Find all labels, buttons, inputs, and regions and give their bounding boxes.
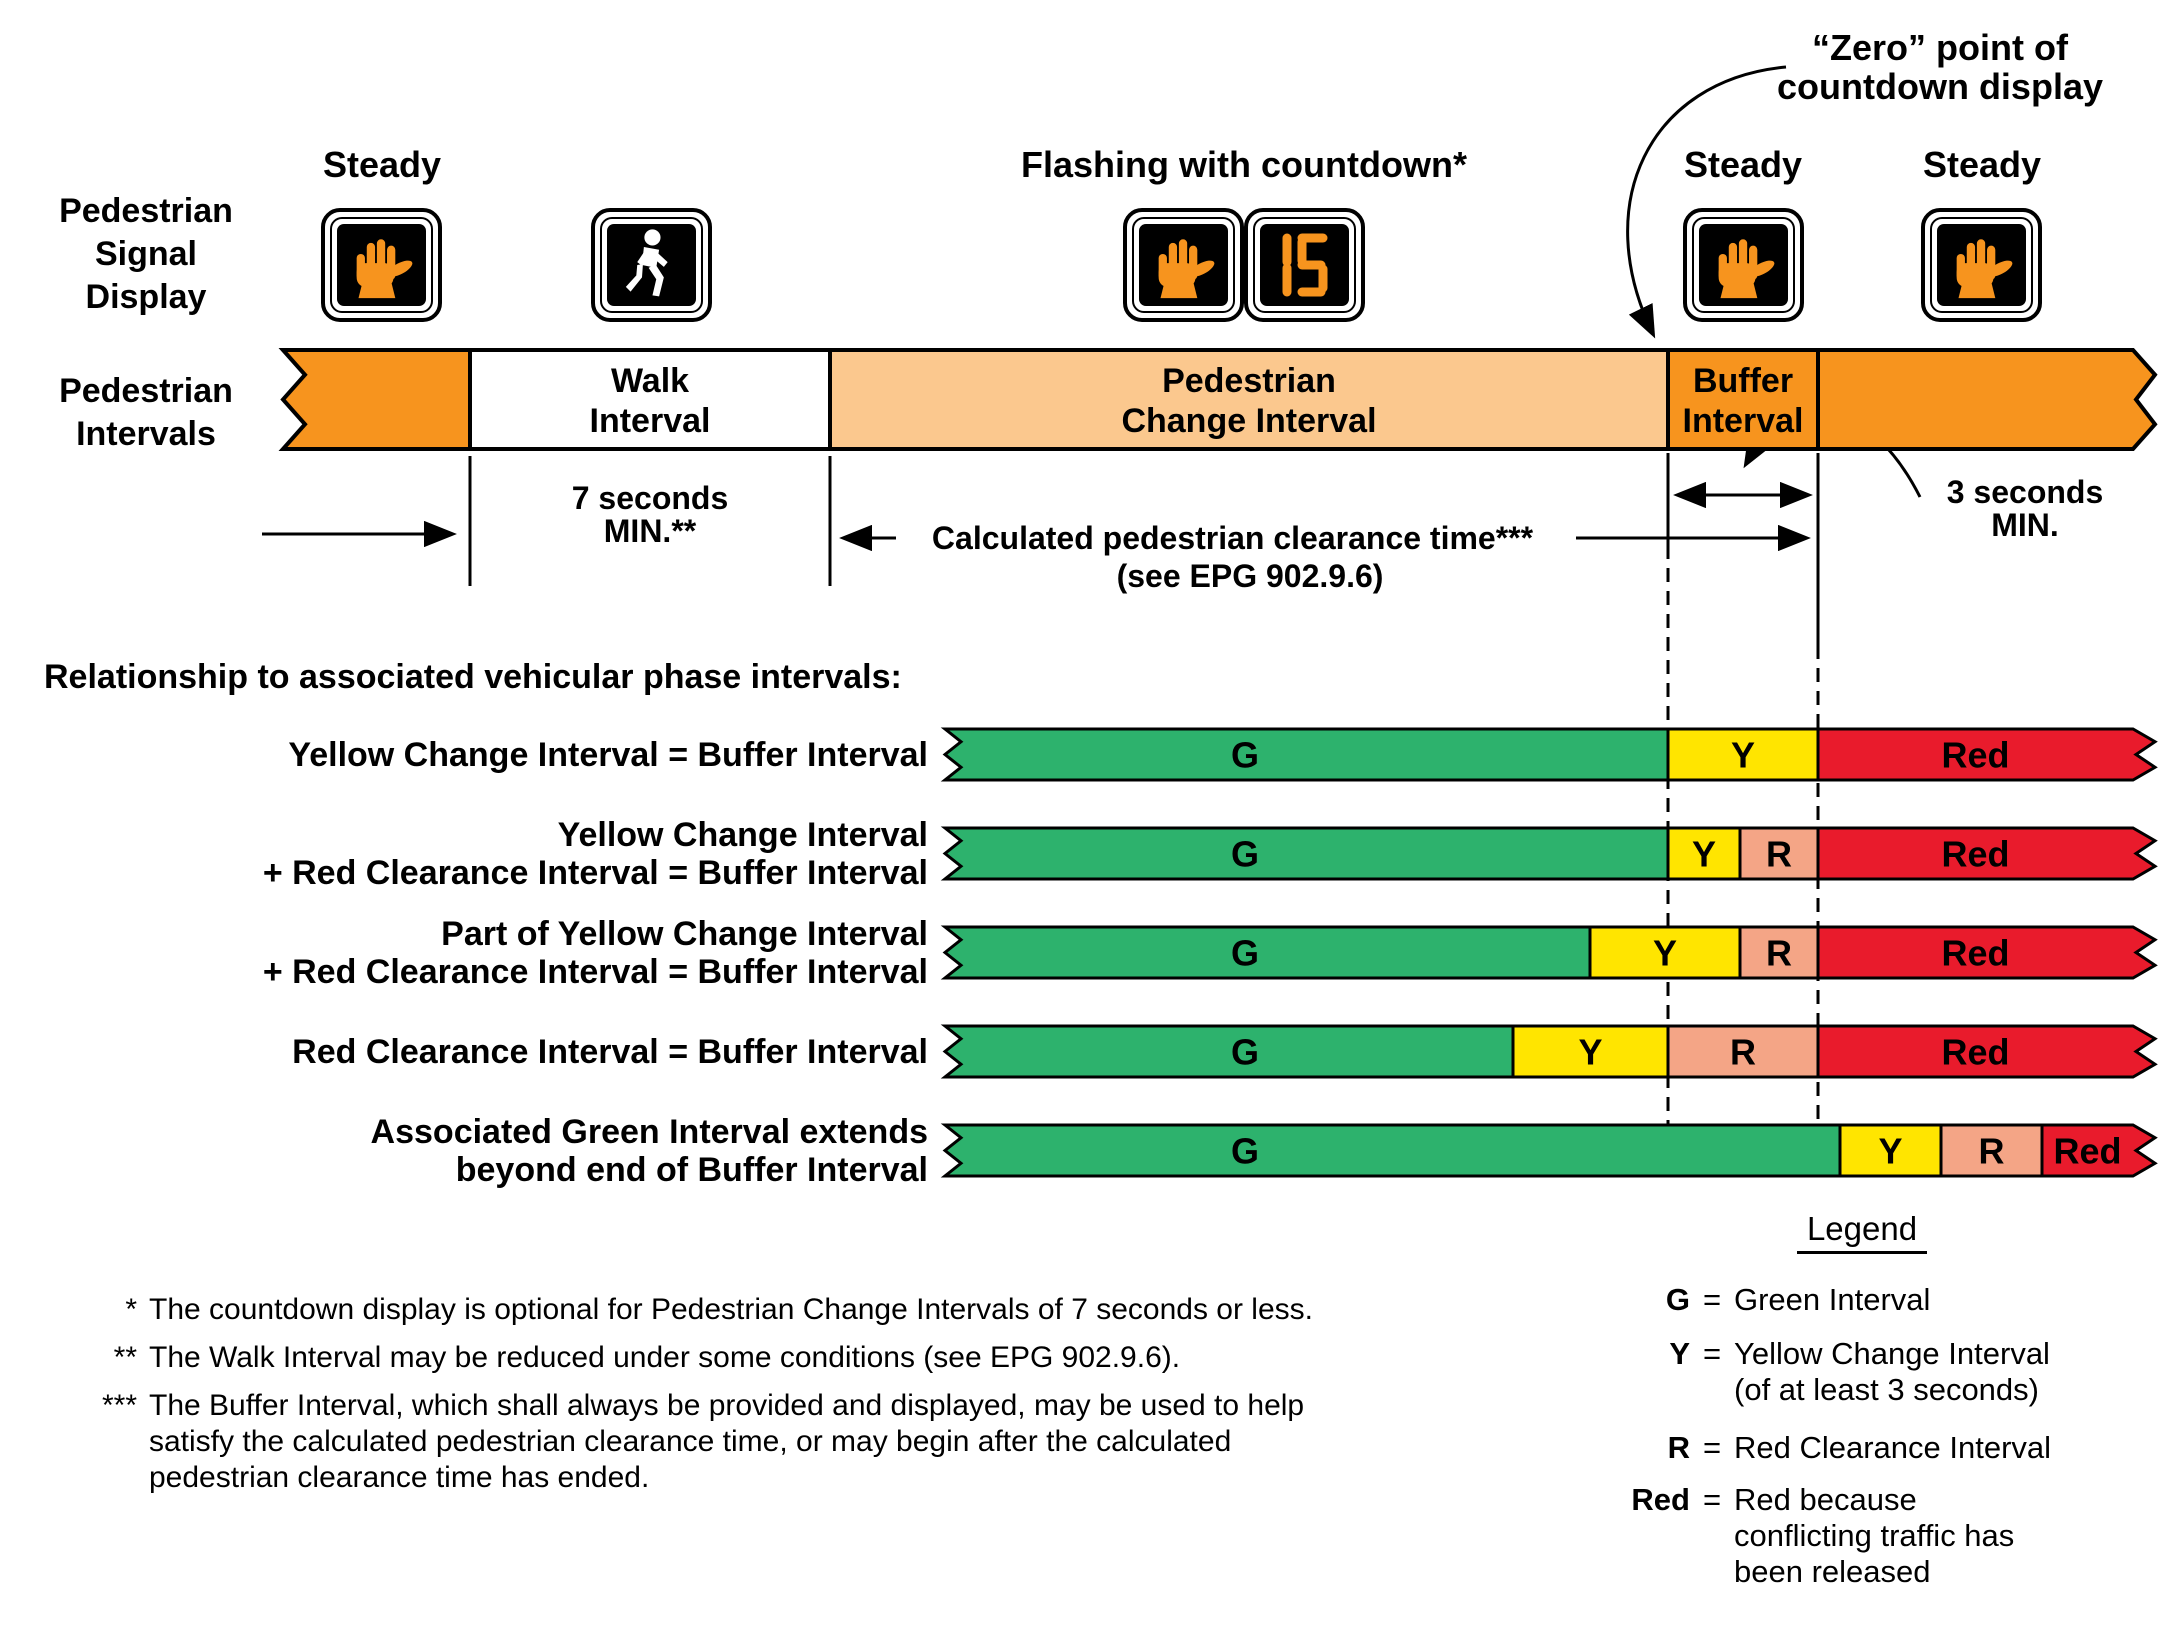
vehicular-row-bar-5: G Y R Red — [940, 1123, 2158, 1178]
vehicular-row-label-1: Yellow Change Interval = Buffer Interval — [288, 735, 928, 774]
vehicular-row-label-3: Part of Yellow Change Interval + Red Cle… — [262, 914, 928, 991]
legend-equals: = — [1702, 1336, 1722, 1371]
steady-hand-signal-icon-buffer — [1683, 208, 1804, 322]
bar-letter-Red: Red — [2053, 1131, 2121, 1172]
footnote-1: * The countdown display is optional for P… — [55, 1292, 1475, 1328]
bar-letter-G: G — [1231, 1032, 1259, 1073]
walk-min-annotation: 7 seconds MIN.** — [571, 480, 729, 549]
steady-label-3: Steady — [1922, 144, 2042, 185]
bar-letter-Red: Red — [1941, 933, 2009, 974]
bar-letter-G: G — [1231, 1131, 1259, 1172]
clearance-see-epg-annotation: (see EPG 902.9.6) — [1116, 558, 1384, 594]
zero-point-annotation: “Zero” point of countdown display — [1776, 27, 2103, 107]
vehicular-row-label-5: Associated Green Interval extends beyond… — [370, 1112, 928, 1189]
legend-symbol: Red — [1631, 1482, 1690, 1517]
bar-letter-Red: Red — [1941, 1032, 2009, 1073]
vehicular-row-bar-2: G Y R Red — [940, 826, 2158, 881]
legend-item-green: G = Green Interval — [1540, 1282, 2180, 1318]
bar-letter-R: R — [1766, 834, 1792, 875]
legend-item-red-clearance: R = Red Clearance Interval — [1540, 1430, 2180, 1466]
legend-equals: = — [1702, 1282, 1722, 1317]
bar-letter-G: G — [1231, 834, 1259, 875]
legend-item-yellow: Y = Yellow Change Interval (of at least 3 … — [1540, 1336, 2180, 1408]
legend-definition: Red Clearance Interval — [1734, 1430, 2052, 1465]
footnote-text: The Walk Interval may be reduced under s… — [149, 1341, 1181, 1374]
hand-icon — [1718, 239, 1775, 299]
bar-letter-Red: Red — [1941, 834, 2009, 875]
bar-letter-Y: Y — [1731, 735, 1755, 776]
bar-letter-R: R — [1979, 1131, 2005, 1172]
legend-title: Legend — [1796, 1210, 1928, 1254]
bar-letter-R: R — [1730, 1032, 1756, 1073]
bar-letter-G: G — [1231, 735, 1259, 776]
legend-symbol: R — [1667, 1430, 1690, 1465]
steady-label-2: Steady — [1683, 144, 1803, 185]
buffer-min-annotation: 3 seconds MIN. — [1946, 474, 2104, 543]
vehicular-row-label-2: Yellow Change Interval + Red Clearance I… — [262, 815, 928, 892]
flashing-with-countdown-label: Flashing with countdown* — [1021, 144, 1467, 185]
footnote-2: ** The Walk Interval may be reduced under… — [55, 1340, 1475, 1376]
legend-definition: Yellow Change Interval (of at least 3 se… — [1734, 1336, 2050, 1407]
ped-bar-segment-label: Pedestrian Change Interval — [1121, 362, 1377, 440]
countdown-15-digits-icon — [1282, 233, 1328, 297]
vehicular-row-bar-3: G Y R Red — [940, 925, 2158, 980]
bar-letter-Y: Y — [1578, 1032, 1602, 1073]
clearance-time-annotation: Calculated pedestrian clearance time*** — [931, 520, 1534, 556]
pedestrian-intervals-label: Pedestrian Intervals — [59, 372, 233, 453]
bar-letter-R: R — [1766, 933, 1792, 974]
steady-label-1: Steady — [322, 144, 442, 185]
legend-item-red: Red = Red because conflicting traffic has … — [1540, 1482, 2180, 1590]
legend-definition: Green Interval — [1734, 1282, 1931, 1317]
bar-letter-G: G — [1231, 933, 1259, 974]
ped-bar-segment-label: Buffer Interval — [1682, 362, 1804, 440]
footnote-3: *** The Buffer Interval, which shall alwa… — [55, 1388, 1475, 1496]
zero-point-curved-arrow — [1626, 65, 1787, 339]
bar-letter-Y: Y — [1692, 834, 1716, 875]
footnote-mark: * — [125, 1293, 137, 1326]
legend-symbol: Y — [1669, 1336, 1690, 1371]
steady-hand-signal-icon — [321, 208, 442, 322]
legend-symbol: G — [1665, 1282, 1690, 1317]
vehicular-row-bar-1: G Y Red — [940, 727, 2158, 782]
legend-equals: = — [1702, 1430, 1722, 1465]
footnote-mark: *** — [101, 1389, 137, 1422]
hand-icon — [356, 239, 413, 299]
ped-bar-segment-label: Walk Interval — [589, 362, 711, 440]
footnote-text: The countdown display is optional for Pe… — [149, 1293, 1313, 1326]
section-title: Relationship to associated vehicular pha… — [44, 658, 902, 696]
vehicular-row-label-4: Red Clearance Interval = Buffer Interval — [292, 1032, 928, 1071]
countdown-display-signal-icon — [1244, 208, 1365, 322]
legend-definition: Red because conflicting traffic has been… — [1734, 1482, 2015, 1589]
steady-hand-signal-icon-dontwalk — [1921, 208, 2042, 322]
vehicular-row-bar-4: G Y R Red — [940, 1024, 2158, 1079]
hand-icon — [1956, 239, 2013, 299]
footnote-mark: ** — [113, 1341, 137, 1374]
hand-icon — [1158, 239, 1215, 299]
bar-letter-Y: Y — [1653, 933, 1677, 974]
bar-letter-Red: Red — [1941, 735, 2009, 776]
pedestrian-signal-display-label: Pedestrian Signal Display — [59, 192, 233, 316]
legend-equals: = — [1702, 1482, 1722, 1517]
walking-person-icon — [625, 229, 668, 297]
flashing-hand-signal-icon — [1123, 208, 1244, 322]
footnote-text: The Buffer Interval, which shall always … — [149, 1389, 1305, 1494]
bar-letter-Y: Y — [1878, 1131, 1902, 1172]
legend-title-wrap: Legend — [1762, 1210, 1962, 1254]
walk-person-signal-icon — [591, 208, 712, 322]
